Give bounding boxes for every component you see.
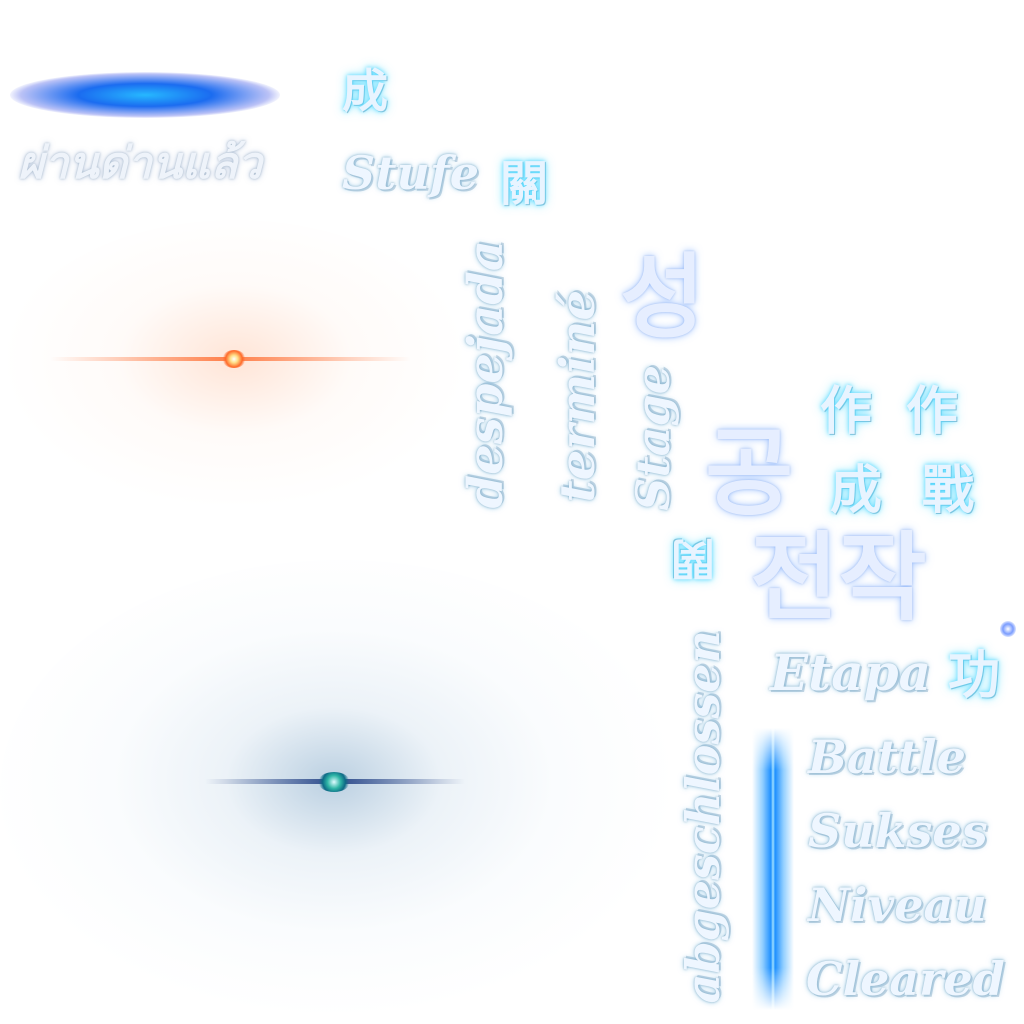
- korean-gong: 공: [705, 417, 794, 529]
- stufe-label: Stufe: [342, 146, 479, 200]
- stage-label: Stage: [626, 365, 680, 511]
- cleared-label: Cleared: [806, 952, 1005, 1006]
- cjk-zuo-2: 作: [906, 382, 959, 442]
- korean-jeonjak: 전작: [750, 522, 927, 634]
- cjk-cheng-mid: 成: [830, 461, 883, 521]
- battle-label: Battle: [808, 730, 966, 784]
- niveau-label: Niveau: [808, 878, 987, 932]
- blue-streak-flare: [10, 72, 280, 118]
- sukses-label: Sukses: [808, 804, 988, 858]
- thai-cleared-label: ผ่านด่านแล้ว: [18, 138, 262, 189]
- cjk-zhan: 戰: [922, 461, 975, 521]
- cjk-guan-small: 関: [672, 538, 723, 582]
- korean-seong: 성: [620, 244, 705, 351]
- termine-label: terminé: [550, 290, 606, 503]
- abgeschlossen-label: abgeschlossen: [676, 630, 730, 1004]
- orange-flare-core: [222, 350, 246, 368]
- blue-vertical-beam: [752, 728, 794, 1010]
- teal-flare-core: [318, 772, 350, 792]
- cjk-cheng-top: 成: [342, 64, 388, 118]
- cjk-gong: 功: [948, 646, 1001, 706]
- etapa-label: Etapa: [770, 643, 931, 702]
- despejada-label: despejada: [458, 240, 514, 509]
- cjk-guan: 關: [500, 156, 549, 212]
- small-blue-dot: [1000, 621, 1016, 637]
- cjk-zuo-1: 作: [820, 382, 873, 442]
